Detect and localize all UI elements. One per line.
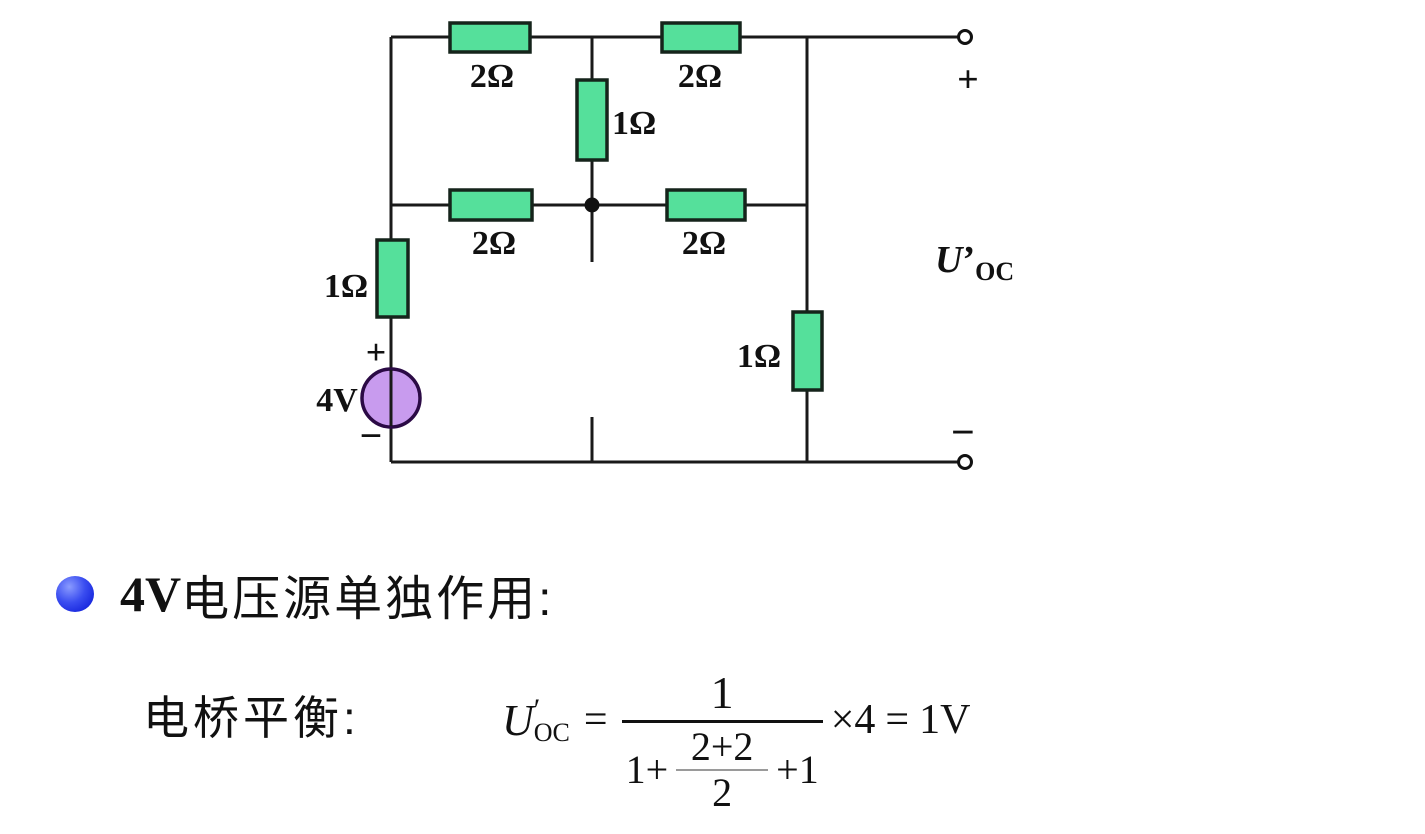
resistor-label: 2Ω (470, 58, 514, 95)
inner-numerator: 2+2 (690, 724, 754, 770)
denominator-left: 1+ (625, 747, 669, 793)
resistor-middle-vertical (575, 78, 609, 162)
formula-var-marks: ′OC (533, 692, 570, 747)
equals-sign-2: = (885, 697, 910, 743)
voltage-source-label: 4V (316, 382, 358, 419)
bullet-prefix: 4V (120, 566, 182, 622)
terminal-plus-sign: + (957, 59, 979, 101)
resistor-mid-right (665, 188, 747, 222)
inner-fraction: 2+2 2 (676, 724, 769, 815)
resistor-left-vertical (375, 238, 410, 319)
resistor-top-right (660, 21, 742, 54)
resistor-right-vertical (791, 310, 824, 392)
inner-fraction-bar (676, 769, 769, 771)
resistor-label: 1Ω (737, 338, 781, 375)
formula: U′OC = 1 1+ 2+2 2 +1 ×4 = 1V (502, 640, 971, 814)
equals-sign: = (583, 697, 608, 743)
resistor-top-left (448, 21, 532, 54)
formula-result: 1V (919, 697, 971, 743)
formula-var: U (502, 695, 534, 745)
fraction-bar (621, 719, 823, 724)
fraction-numerator: 1 (710, 667, 734, 719)
circuit-diagram: 2Ω 2Ω 1Ω 2Ω 2Ω 1Ω 1Ω 4V + − + − U’OC (316, 21, 1014, 470)
main-fraction: 1 1+ 2+2 2 +1 (621, 667, 823, 815)
denominator-right: +1 (776, 747, 819, 793)
bullet-text: 电压源单独作用: (181, 573, 555, 626)
source-minus-sign: − (360, 413, 383, 458)
fraction-denominator: 1+ 2+2 2 +1 (622, 723, 823, 815)
bullet-icon (56, 576, 94, 612)
formula-subscript: OC (533, 718, 570, 747)
resistor-label: 2Ω (472, 225, 516, 262)
inner-denominator: 2 (712, 769, 733, 815)
resistor-mid-left (448, 188, 534, 222)
resistor-label: 2Ω (678, 58, 722, 95)
times-factor: ×4 (830, 697, 876, 743)
terminal-bottom (957, 454, 973, 470)
junction-dot (584, 197, 600, 213)
resistor-label: 2Ω (682, 225, 726, 262)
formula-lhs: U′OC (502, 692, 570, 747)
bullet-line: 4V 电压源单独作用: (56, 563, 554, 626)
formula-prime: ′ (533, 692, 541, 726)
solution-lead: 电桥平衡: (143, 692, 360, 744)
resistor-label: 1Ω (324, 268, 368, 305)
open-circuit-voltage-label: U’OC (935, 239, 1014, 286)
terminal-top (957, 29, 973, 45)
resistor-label: 1Ω (612, 105, 656, 142)
terminal-minus-sign: − (951, 410, 975, 456)
source-plus-sign: + (366, 332, 387, 372)
